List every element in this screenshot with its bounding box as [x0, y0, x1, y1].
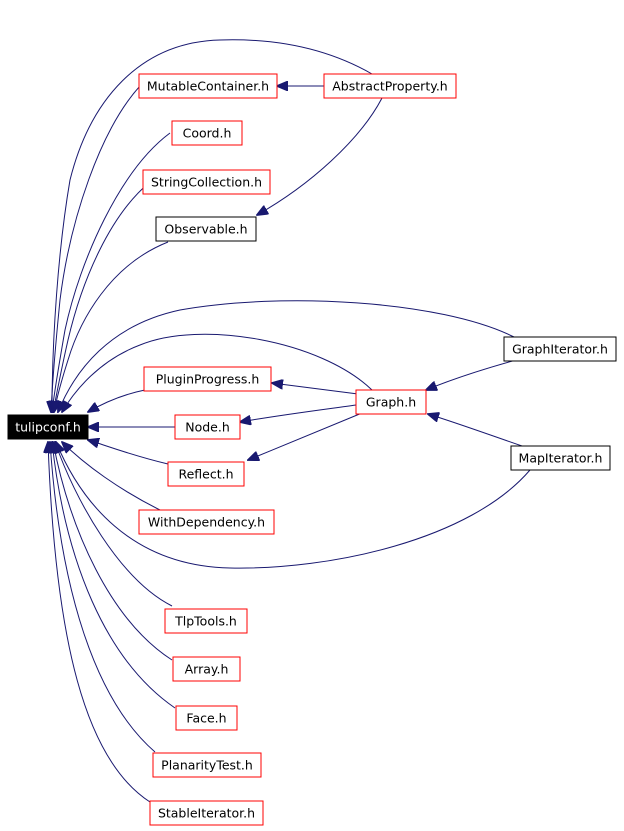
edges [48, 39, 531, 803]
edge-mapiterator-graph [428, 414, 523, 447]
node-mapiterator[interactable]: MapIterator.h [510, 445, 611, 471]
node-face-label: Face.h [186, 711, 226, 726]
node-tlptools-label: TlpTools.h [174, 614, 237, 629]
node-coord-label: Coord.h [183, 126, 232, 141]
node-stringcollection[interactable]: StringCollection.h [142, 169, 271, 195]
node-tulipconf-label: tulipconf.h [15, 420, 81, 435]
edge-face-tulipconf [52, 442, 176, 709]
edge-observable-tulipconf [54, 241, 169, 412]
node-observable[interactable]: Observable.h [155, 216, 257, 242]
node-stringcollection-label: StringCollection.h [151, 175, 262, 190]
edge-graph-pluginprogress [272, 383, 359, 395]
edge-mapiterator-tulipconf [56, 442, 531, 569]
edge-stringcollection-tulipconf [53, 181, 151, 412]
edge-graphiterator-tulipconf [58, 300, 515, 412]
node-node[interactable]: Node.h [174, 414, 241, 440]
node-array-label: Array.h [185, 662, 229, 677]
edge-graph-node [240, 404, 357, 422]
node-node-label: Node.h [185, 420, 230, 435]
edge-mutablecontainer-tulipconf [51, 85, 141, 412]
edge-reflect-tulipconf [88, 440, 169, 465]
node-graph-label: Graph.h [366, 395, 416, 410]
node-reflect[interactable]: Reflect.h [167, 461, 245, 487]
node-pluginprogress-label: PluginProgress.h [156, 372, 260, 387]
node-observable-label: Observable.h [164, 222, 247, 237]
edge-abstractproperty-observable [257, 97, 383, 215]
edge-array-tulipconf [53, 442, 173, 661]
edge-graph-tulipconf [62, 333, 373, 412]
node-reflect-label: Reflect.h [178, 467, 233, 482]
edge-abstractproperty-tulipconf [52, 39, 373, 412]
node-face[interactable]: Face.h [175, 705, 238, 731]
node-graphiterator-label: GraphIterator.h [512, 342, 608, 357]
node-abstractproperty-label: AbstractProperty.h [332, 79, 447, 94]
edge-pluginprogress-tulipconf [88, 389, 146, 412]
node-planaritytest[interactable]: PlanarityTest.h [152, 752, 262, 778]
edge-withdependency-tulipconf [62, 442, 161, 511]
node-planaritytest-label: PlanarityTest.h [161, 758, 253, 773]
node-mapiterator-label: MapIterator.h [519, 451, 603, 466]
edge-planaritytest-tulipconf [50, 442, 156, 753]
node-stableiterator[interactable]: StableIterator.h [149, 800, 264, 826]
node-graphiterator[interactable]: GraphIterator.h [503, 336, 617, 362]
node-mutablecontainer-label: MutableContainer.h [147, 79, 269, 94]
edge-coord-tulipconf [52, 132, 171, 412]
node-pluginprogress[interactable]: PluginProgress.h [143, 366, 272, 392]
node-tlptools[interactable]: TlpTools.h [164, 608, 248, 634]
node-abstractproperty[interactable]: AbstractProperty.h [323, 73, 457, 99]
node-withdependency[interactable]: WithDependency.h [138, 509, 275, 535]
edge-graph-reflect [248, 412, 363, 460]
node-stableiterator-label: StableIterator.h [158, 806, 255, 821]
node-array[interactable]: Array.h [172, 656, 241, 682]
edge-stableiterator-tulipconf [48, 442, 151, 803]
node-mutablecontainer[interactable]: MutableContainer.h [138, 73, 278, 99]
node-withdependency-label: WithDependency.h [148, 515, 265, 530]
node-graph[interactable]: Graph.h [355, 389, 427, 415]
node-coord[interactable]: Coord.h [171, 120, 243, 146]
node-tulipconf[interactable]: tulipconf.h [7, 414, 89, 440]
edge-tlptools-tulipconf [55, 442, 173, 607]
edge-graphiterator-graph [426, 359, 517, 390]
